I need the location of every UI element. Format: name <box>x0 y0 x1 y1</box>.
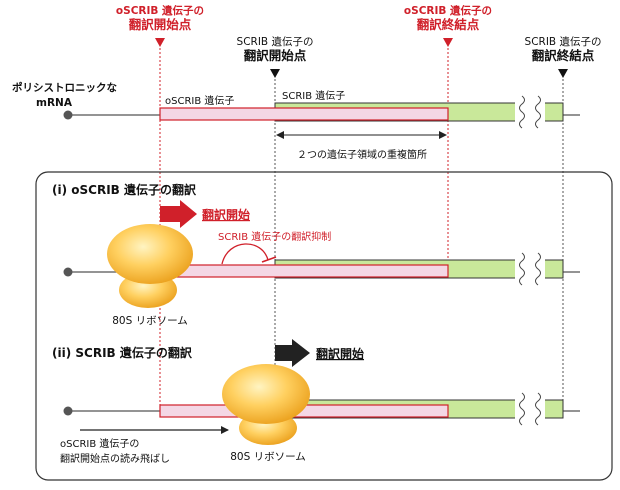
oscrib-stop-marker <box>443 38 453 47</box>
scrib-stop-label-2: 翻訳終結点 <box>532 48 595 63</box>
panel-ii-start-label: 翻訳開始 <box>316 346 364 361</box>
overlap-label: ２つの遺伝子領域の重複箇所 <box>297 148 427 161</box>
polycistronic-label-1: ポリシストロニックな <box>12 81 117 94</box>
panel-i-start-arrow <box>160 200 197 228</box>
scrib-stop-label-1: SCRIB 遺伝子の <box>525 35 602 48</box>
oscrib-stop-label-2: 翻訳終結点 <box>417 17 480 32</box>
scrib-start-label-2: 翻訳開始点 <box>244 48 307 63</box>
panel-ii-skip-label-1: oSCRIB 遺伝子の <box>60 437 139 450</box>
panel-ii-ribosome <box>222 364 310 445</box>
panel-ii-ribosome-label: 80S リボソーム <box>230 451 306 463</box>
panel-ii-skip-label-2: 翻訳開始点の読み飛ばし <box>60 452 170 465</box>
panel-i-mrna <box>63 252 580 286</box>
polycistronic-label-2: mRNA <box>36 97 73 109</box>
panel-ii-start-arrow <box>275 339 310 367</box>
top-mrna <box>63 95 580 129</box>
oscrib-start-label-1: oSCRIB 遺伝子の <box>116 4 204 17</box>
scrib-stop-marker <box>558 69 568 78</box>
panel-i-inhibition-label: SCRIB 遺伝子の翻訳抑制 <box>218 230 331 243</box>
panel-i-inhibition-arc <box>221 243 269 265</box>
oscrib-start-label-2: 翻訳開始点 <box>129 17 192 32</box>
panel-ii-mrna <box>63 392 580 426</box>
panel-box <box>35 171 613 481</box>
panel-i-inhibition-bar <box>261 256 277 263</box>
panel-i-start-label: 翻訳開始 <box>202 207 250 222</box>
panel-i-ribosome <box>107 224 193 308</box>
oscrib-gene-label: oSCRIB 遺伝子 <box>165 94 234 107</box>
panel-ii-title: (ii) SCRIB 遺伝子の翻訳 <box>52 345 193 360</box>
scrib-gene-label: SCRIB 遺伝子 <box>282 89 345 102</box>
scrib-start-marker <box>270 69 280 78</box>
scrib-start-label-1: SCRIB 遺伝子の <box>237 35 314 48</box>
panel-i-title: (i) oSCRIB 遺伝子の翻訳 <box>52 182 197 197</box>
oscrib-start-marker <box>155 38 165 47</box>
oscrib-stop-label-1: oSCRIB 遺伝子の <box>404 4 492 17</box>
panel-i-ribosome-label: 80S リボソーム <box>112 315 188 327</box>
